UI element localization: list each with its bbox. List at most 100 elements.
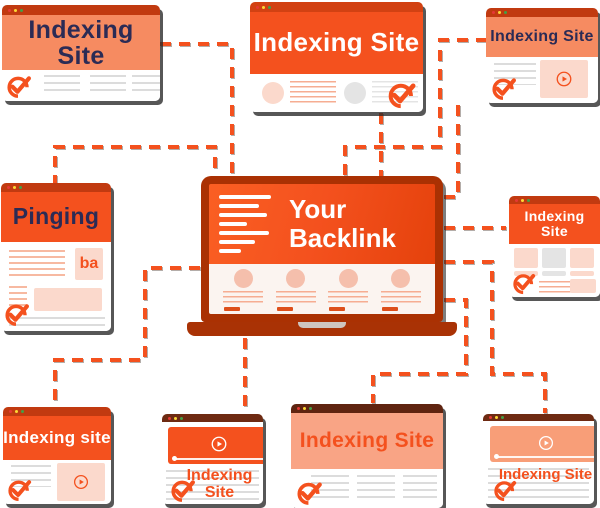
connector-bottom-left bbox=[53, 266, 200, 406]
card-body bbox=[486, 57, 598, 103]
text-lines bbox=[90, 75, 126, 96]
card-title: Indexing Site bbox=[2, 15, 160, 70]
card-title: Indexing Site bbox=[509, 204, 600, 244]
video-progress-bar bbox=[172, 456, 263, 461]
laptop-screen: Your Backlink bbox=[201, 176, 443, 322]
card-bottom-left: Indexing site bbox=[3, 407, 111, 504]
content-column bbox=[380, 269, 422, 311]
window-dots-icon bbox=[9, 410, 12, 413]
card-pinging: Pinging ba bbox=[1, 183, 111, 331]
connector-right-upper bbox=[444, 100, 460, 199]
card-body: Indexing Site bbox=[483, 421, 594, 504]
avatar-placeholder bbox=[233, 269, 253, 288]
menu-lines-icon bbox=[219, 195, 275, 253]
card-body bbox=[250, 74, 423, 112]
text-lines bbox=[539, 281, 573, 293]
laptop-header: Your Backlink bbox=[209, 184, 435, 264]
text-lines bbox=[311, 475, 349, 498]
card-title: Indexing Site bbox=[498, 466, 593, 483]
text-lines bbox=[380, 291, 421, 304]
card-title: Indexing Site bbox=[250, 12, 423, 74]
laptop-notch bbox=[298, 322, 346, 328]
image-placeholder bbox=[514, 248, 538, 268]
window-dots-icon bbox=[8, 8, 11, 12]
card-top-center: Indexing Site bbox=[250, 2, 423, 112]
text-lines bbox=[223, 291, 264, 304]
video-thumbnail bbox=[57, 463, 105, 501]
button-placeholder bbox=[276, 307, 293, 311]
video-player bbox=[168, 427, 263, 464]
window-dots-icon bbox=[492, 11, 495, 14]
window-dots-icon bbox=[168, 416, 171, 420]
card-body bbox=[509, 244, 600, 297]
text-lines bbox=[357, 475, 395, 498]
window-dots-icon bbox=[515, 198, 518, 202]
window-titlebar bbox=[3, 407, 111, 416]
card-body bbox=[2, 70, 160, 101]
card-title: Pinging bbox=[1, 192, 111, 242]
button-placeholder bbox=[329, 307, 346, 311]
window-dots-icon bbox=[489, 416, 492, 419]
play-icon bbox=[556, 71, 572, 87]
avatar-placeholder bbox=[344, 82, 366, 104]
laptop-base bbox=[187, 322, 457, 336]
text-lines bbox=[275, 291, 316, 304]
laptop-screen-content: Your Backlink bbox=[209, 184, 435, 314]
window-titlebar bbox=[291, 404, 443, 413]
play-icon bbox=[538, 435, 553, 450]
card-bottom-center: Indexing Site bbox=[291, 404, 443, 508]
text-lines bbox=[44, 75, 80, 96]
card-title: Indexing Site bbox=[291, 413, 443, 469]
check-circle-icon bbox=[388, 83, 416, 109]
text-lines bbox=[9, 317, 105, 330]
check-circle-icon bbox=[171, 480, 195, 502]
video-progress-bar bbox=[494, 454, 594, 459]
button-placeholder bbox=[224, 307, 241, 311]
caption-placeholder bbox=[570, 271, 594, 276]
connector-bottom-right bbox=[444, 260, 547, 413]
window-titlebar bbox=[483, 414, 594, 421]
button-placeholder bbox=[381, 307, 398, 311]
content-placeholder bbox=[34, 288, 102, 311]
window-titlebar bbox=[162, 414, 263, 422]
window-titlebar bbox=[2, 5, 160, 15]
window-dots-icon bbox=[256, 5, 259, 9]
card-title: Indexing site bbox=[3, 416, 111, 460]
image-placeholder bbox=[542, 248, 566, 268]
caption-placeholder bbox=[542, 271, 566, 276]
card-body bbox=[3, 460, 111, 504]
avatar-placeholder bbox=[338, 269, 358, 288]
text-lines bbox=[9, 250, 65, 277]
window-dots-icon bbox=[7, 186, 10, 189]
text-lines bbox=[290, 81, 336, 106]
connector-pinging bbox=[53, 145, 217, 186]
text-lines bbox=[9, 286, 27, 310]
content-column bbox=[327, 269, 369, 311]
content-column bbox=[222, 269, 264, 311]
card-body bbox=[291, 469, 443, 508]
check-circle-icon bbox=[8, 480, 32, 502]
check-circle-icon bbox=[297, 482, 322, 505]
window-dots-icon bbox=[297, 407, 300, 410]
card-title: Indexing Site bbox=[486, 17, 598, 57]
caption-placeholder bbox=[514, 271, 538, 276]
card-top-right: Indexing Site bbox=[486, 8, 598, 103]
play-icon bbox=[73, 474, 89, 490]
window-titlebar bbox=[486, 8, 598, 17]
avatar-placeholder bbox=[286, 269, 306, 288]
text-lines bbox=[328, 291, 369, 304]
check-circle-icon bbox=[5, 304, 29, 326]
laptop-title: Your Backlink bbox=[289, 193, 396, 253]
content-column bbox=[275, 269, 317, 311]
card-body: Indexing Site bbox=[162, 422, 263, 504]
laptop-body bbox=[209, 264, 435, 314]
connector-top-left bbox=[160, 42, 234, 178]
check-circle-icon bbox=[494, 480, 517, 502]
card-bottom-video: Indexing Site bbox=[162, 414, 263, 504]
window-titlebar bbox=[509, 196, 600, 204]
window-titlebar bbox=[250, 2, 423, 12]
text-lines bbox=[132, 75, 160, 96]
check-circle-icon bbox=[513, 273, 536, 295]
